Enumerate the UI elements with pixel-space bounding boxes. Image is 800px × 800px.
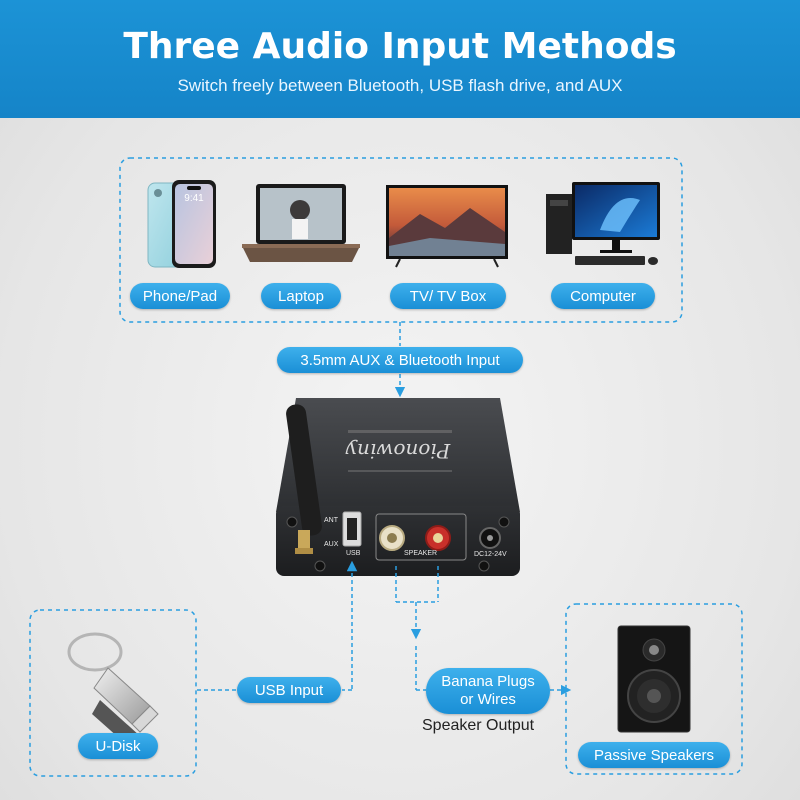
speaker-icon xyxy=(617,625,691,733)
banana-plugs-pill: Banana Plugs or Wires xyxy=(426,668,550,714)
port-label-dc: DC12-24V xyxy=(474,551,507,558)
computer-icon xyxy=(546,182,660,265)
device-pill-tv: TV/ TV Box xyxy=(390,283,506,309)
port-label-ant: ANT xyxy=(324,517,339,524)
page-subtitle: Switch freely between Bluetooth, USB fla… xyxy=(177,76,623,95)
usb-drive-icon xyxy=(67,632,159,746)
device-pill-phone: Phone/Pad xyxy=(130,283,230,309)
port-label-usb: USB xyxy=(346,550,361,557)
port-label-speaker: SPEAKER xyxy=(404,550,437,557)
devices-dashed-box xyxy=(119,157,683,323)
phone-time: 9:41 xyxy=(184,193,204,204)
banana-plugs-line1: Banana Plugs xyxy=(441,673,535,690)
passive-speakers-pill: Passive Speakers xyxy=(578,742,730,768)
device-pill-computer: Computer xyxy=(551,283,655,309)
tv-icon xyxy=(386,185,508,268)
header-banner: Three Audio Input Methods Switch freely … xyxy=(0,0,800,118)
amplifier-brand: Pionowiny xyxy=(345,439,451,463)
laptop-icon xyxy=(242,184,360,262)
port-label-aux: AUX xyxy=(324,541,339,548)
usb-input-pill: USB Input xyxy=(237,677,341,703)
udisk-dashed-box xyxy=(29,609,197,777)
page-title: Three Audio Input Methods xyxy=(123,26,677,67)
speaker-output-label: Speaker Output xyxy=(422,717,535,734)
udisk-pill: U-Disk xyxy=(78,733,158,759)
amplifier-device: Pionowiny xyxy=(276,398,520,576)
device-pill-laptop: Laptop xyxy=(261,283,341,309)
banana-plugs-line2: or Wires xyxy=(460,691,516,708)
antenna xyxy=(286,404,322,554)
aux-bluetooth-pill: 3.5mm AUX & Bluetooth Input xyxy=(277,347,523,373)
phone-icon: 9:41 xyxy=(147,180,216,268)
